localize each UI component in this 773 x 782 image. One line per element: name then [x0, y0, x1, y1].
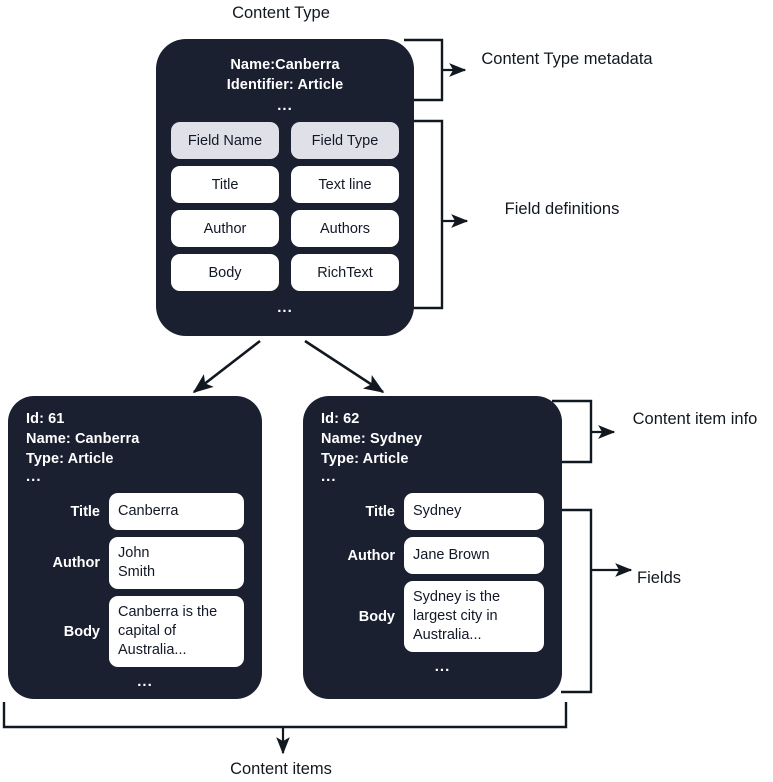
bracket-content-items	[2, 702, 568, 755]
content-type-metadata-ellipsis: ...	[277, 97, 293, 114]
arrow-content-type-to-item-1	[304, 339, 385, 394]
field-definition-name: Author	[171, 210, 279, 247]
caption-fields: Fields	[637, 569, 682, 587]
field-value: Sydney is the largest city in Australia.…	[404, 581, 544, 652]
bracket-field-definitions	[413, 119, 469, 310]
field-definition-type: RichText	[291, 254, 399, 291]
field-label: Title	[70, 503, 100, 520]
column-header-field-type: Field Type	[291, 122, 399, 159]
content-item-card-61: Id: 61 Name: Canberra Type: Article ... …	[8, 396, 262, 699]
content-item-id: Id: 61	[26, 411, 65, 427]
content-item-name: Name: Sydney	[321, 431, 423, 447]
field-definition-name: Body	[171, 254, 279, 291]
caption-content-type-metadata: Content Type metadata	[481, 50, 653, 68]
content-type-card: Name:Canberra Identifier: Article ... Fi…	[156, 39, 414, 336]
content-item-info-ellipsis: ...	[26, 468, 42, 485]
content-type-identifier: Identifier: Article	[226, 77, 344, 93]
bracket-fields	[561, 508, 633, 694]
field-value: John Smith	[109, 537, 244, 589]
field-definition-row: Author Authors	[171, 210, 399, 247]
content-item-field-row: Title Canberra	[22, 493, 244, 530]
content-item-card-62: Id: 62 Name: Sydney Type: Article ... Ti…	[303, 396, 562, 699]
content-item-info-block: Id: 62 Name: Sydney Type: Article ...	[303, 396, 562, 485]
field-definition-type: Text line	[291, 166, 399, 203]
content-item-fields: Title Canberra Author John Smith Body Ca…	[8, 493, 262, 667]
field-label: Author	[52, 555, 100, 571]
field-definitions-header-row: Field Name Field Type	[171, 122, 399, 159]
field-definitions-ellipsis: ...	[277, 299, 293, 316]
field-label: Title	[365, 503, 395, 520]
field-definition-row: Body RichText	[171, 254, 399, 291]
content-item-info-block: Id: 61 Name: Canberra Type: Article ...	[8, 396, 262, 485]
caption-content-item-info: Content item info	[632, 410, 758, 428]
field-definition-name: Title	[171, 166, 279, 203]
content-item-type: Type: Article	[321, 451, 409, 467]
caption-field-definitions: Field definitions	[504, 200, 620, 218]
field-value: Canberra	[109, 493, 244, 530]
content-item-fields: Title Sydney Author Jane Brown Body Sydn…	[303, 493, 562, 652]
field-definition-type: Authors	[291, 210, 399, 247]
field-value: Jane Brown	[404, 537, 544, 574]
field-definitions-table: Field Name Field Type Title Text line Au…	[171, 122, 399, 291]
content-item-name: Name: Canberra	[26, 431, 140, 447]
content-type-name: Name:Canberra	[230, 57, 340, 73]
content-type-metadata-block: Name:Canberra Identifier: Article	[156, 39, 414, 95]
column-header-field-name: Field Name	[171, 122, 279, 159]
content-item-fields-ellipsis: ...	[137, 673, 153, 690]
content-item-id: Id: 62	[321, 411, 360, 427]
arrow-content-type-to-item-0	[192, 339, 261, 394]
caption-content-items: Content items	[230, 760, 332, 778]
content-item-field-row: Body Sydney is the largest city in Austr…	[317, 581, 544, 652]
content-item-field-row: Author Jane Brown	[317, 537, 544, 574]
field-label: Author	[347, 547, 395, 564]
content-item-info-ellipsis: ...	[321, 468, 337, 485]
content-item-fields-ellipsis: ...	[434, 658, 451, 675]
content-item-type: Type: Article	[26, 451, 114, 467]
field-definition-row: Title Text line	[171, 166, 399, 203]
content-item-field-row: Author John Smith	[22, 537, 244, 589]
field-label: Body	[63, 623, 100, 640]
caption-content-type: Content Type	[232, 4, 330, 22]
content-item-field-row: Body Canberra is the capital of Australi…	[22, 596, 244, 667]
field-label: Body	[358, 608, 395, 625]
content-item-field-row: Title Sydney	[317, 493, 544, 530]
field-value: Sydney	[404, 493, 544, 530]
field-value: Canberra is the capital of Australia...	[109, 596, 244, 667]
